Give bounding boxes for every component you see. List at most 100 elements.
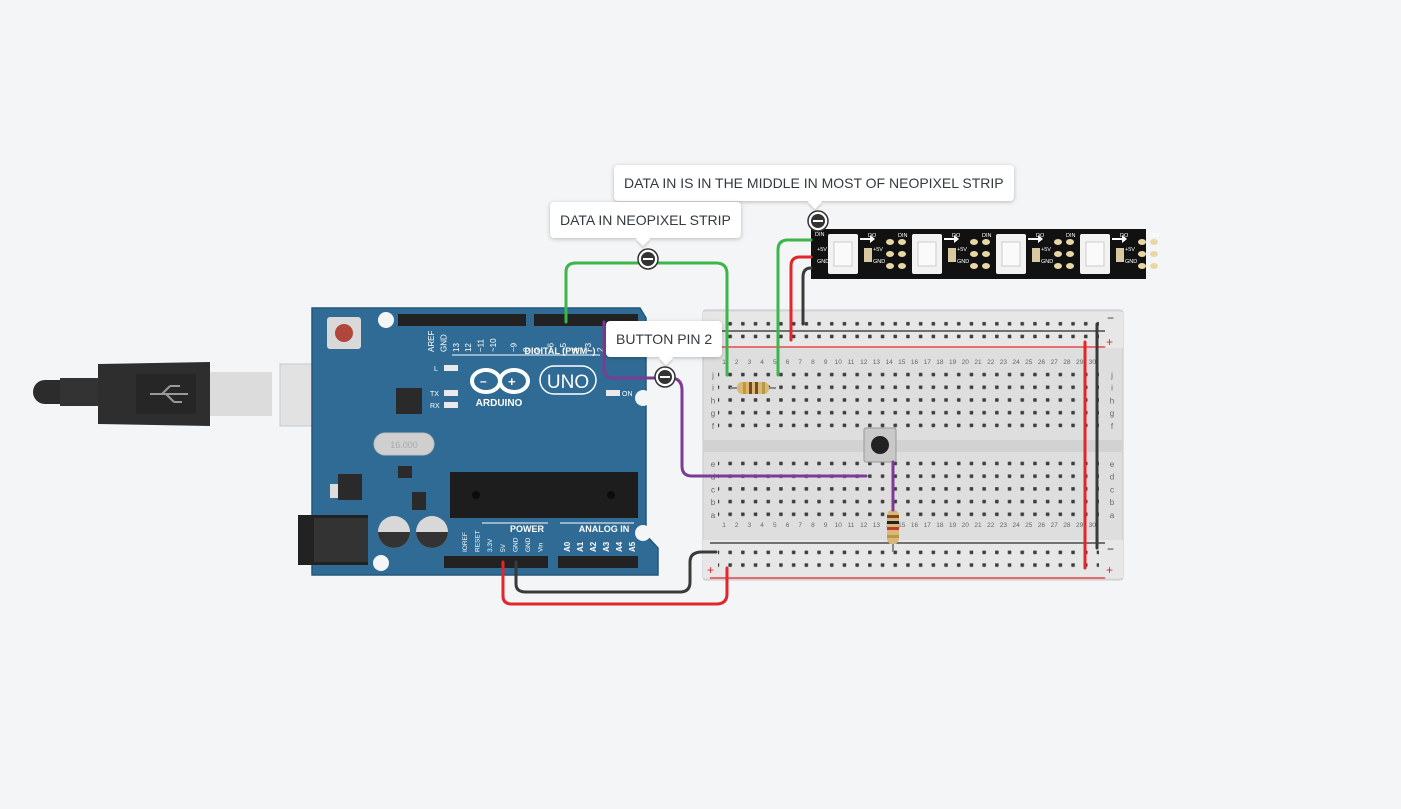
rail-minus-bottom: − <box>1107 542 1114 556</box>
column-number: 28 <box>1063 522 1071 529</box>
row-letter-i: i <box>712 384 714 393</box>
wire-red-strip[interactable] <box>789 255 813 342</box>
rail-minus-top: − <box>1107 311 1114 325</box>
digital-pwm-label: DIGITAL (PWM~) <box>525 346 596 356</box>
column-number: 14 <box>885 359 893 366</box>
wire-green-strip[interactable] <box>776 238 813 377</box>
grid-top-holes[interactable] <box>718 369 1099 433</box>
pin-label-2: 2 <box>596 347 605 352</box>
column-number: 19 <box>949 359 957 366</box>
din-label: DIN <box>982 233 992 239</box>
rail-bottom-holes[interactable] <box>718 561 1099 574</box>
column-number: 22 <box>987 522 995 529</box>
digital-header-left[interactable] <box>398 314 526 326</box>
annotation-pin-3[interactable] <box>654 366 676 388</box>
arduino-uno-board[interactable]: 16.000 L TX RX ON – + <box>298 307 659 576</box>
wire-black-gnd[interactable] <box>514 550 718 594</box>
column-number: 6 <box>786 522 790 529</box>
pushbutton[interactable] <box>863 427 897 463</box>
led-tx-label: TX <box>430 391 439 398</box>
column-number: 11 <box>848 359 855 366</box>
column-number: 24 <box>1012 359 1020 366</box>
annotation-pin-1[interactable] <box>807 210 829 232</box>
row-letter-e: e <box>1110 460 1115 469</box>
column-number: 3 <box>748 359 752 366</box>
power-label: POWER <box>510 524 545 534</box>
row-letter-a: a <box>711 511 716 520</box>
column-number: 1 <box>722 359 726 366</box>
pin-label-10: ~10 <box>489 338 498 352</box>
led-on-label: ON <box>622 391 633 398</box>
analog-pin-label-A1: A1 <box>576 541 585 552</box>
wire-red-5v[interactable] <box>501 560 729 606</box>
usb-cable[interactable] <box>33 362 337 427</box>
gnd-label: GND <box>957 259 969 265</box>
dout-label: DO <box>1120 233 1129 239</box>
column-number: 10 <box>835 359 843 366</box>
dout-label: DO <box>952 233 961 239</box>
analog-pin-label-A5: A5 <box>628 541 637 552</box>
gnd-label: GND <box>873 259 885 265</box>
column-number: 1 <box>722 522 726 529</box>
row-letter-h: h <box>711 396 715 405</box>
pin-label-4: 4 <box>571 347 580 352</box>
analog-header[interactable] <box>558 556 638 568</box>
row-letter-b: b <box>711 498 716 507</box>
row-letter-b: b <box>1110 498 1115 507</box>
column-number: 12 <box>860 359 868 366</box>
column-number: 23 <box>1000 522 1008 529</box>
annotation-strip-middle[interactable]: DATA IN IS IN THE MIDDLE IN MOST OF NEOP… <box>614 165 1014 201</box>
grid-bottom-holes[interactable] <box>718 458 1099 522</box>
row-letter-f: f <box>712 422 715 431</box>
power-header[interactable] <box>444 556 548 568</box>
column-number: 22 <box>987 359 995 366</box>
resistor-data-line[interactable] <box>730 382 776 394</box>
pin-label-11: ~11 <box>477 338 486 352</box>
gnd-label: GND <box>1125 259 1137 265</box>
annotation-data-in[interactable]: DATA IN NEOPIXEL STRIP <box>550 202 741 238</box>
wire-black-strip[interactable] <box>801 266 813 326</box>
row-letter-d: d <box>1110 473 1114 482</box>
row-letter-j: j <box>1110 371 1113 380</box>
pin-label-8: 8 <box>522 347 531 352</box>
annotation-pin-2[interactable] <box>637 248 659 270</box>
svg-text:+: + <box>508 374 516 389</box>
pin-label-12: 12 <box>464 343 473 352</box>
column-number: 25 <box>1025 522 1033 529</box>
rail-top-holes[interactable] <box>718 315 1099 328</box>
column-number: 26 <box>1038 522 1046 529</box>
wire-purple-button[interactable] <box>602 320 868 478</box>
analog-in-label: ANALOG IN <box>579 524 630 534</box>
strip-din-label: DIN <box>815 232 825 238</box>
led-rx-label: RX <box>430 403 440 410</box>
led-l-label: L <box>434 366 438 373</box>
arduino-brand: ARDUINO <box>476 398 523 409</box>
breadboard[interactable]: − + − + + 112233445566778899101011111212… <box>702 309 1124 581</box>
column-number: 17 <box>924 359 932 366</box>
power-pin-label: 3.3V <box>487 538 494 552</box>
column-number: 21 <box>974 359 982 366</box>
annotation-button-pin[interactable]: BUTTON PIN 2 <box>606 321 723 357</box>
row-letter-a: a <box>1110 511 1115 520</box>
column-number: 28 <box>1063 359 1071 366</box>
column-number: 23 <box>1000 359 1008 366</box>
wires[interactable] <box>501 238 1099 606</box>
column-number: 16 <box>911 359 919 366</box>
din-label: DIN <box>1150 233 1160 239</box>
column-number: 18 <box>936 359 944 366</box>
row-letter-c: c <box>1110 485 1114 494</box>
pin-label-13: 13 <box>452 343 461 352</box>
column-number: 13 <box>873 359 881 366</box>
analog-pin-label-A2: A2 <box>589 541 598 552</box>
column-number: 13 <box>873 522 881 529</box>
power-pin-label: 5V <box>500 543 507 552</box>
analog-pin-label-A3: A3 <box>602 541 611 552</box>
column-number: 4 <box>760 359 764 366</box>
